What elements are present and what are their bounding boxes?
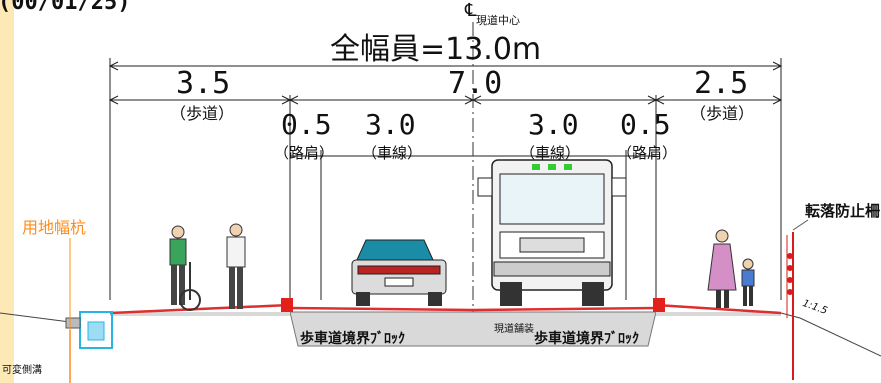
centerline-label: 現道中心 [476,14,520,27]
right-curb-block-label: 歩車道境界ﾌﾞﾛｯｸ [534,331,639,347]
right-slope [780,312,881,357]
left-shoulder-width: 0.5 [281,108,332,141]
left-side-ditch [0,238,113,383]
right-sidewalk-label: （歩道） [690,104,755,123]
truck-front-icon [477,159,627,306]
left-shoulder-label: （路肩） [274,144,335,162]
pavement-surface [109,303,782,315]
left-sidewalk-width: 3.5 [176,66,231,101]
side-ditch-label: 可変側溝 [2,365,42,376]
sedan-car-rear-icon [351,239,447,306]
dimension-lines [108,58,783,300]
mother-child-icon [707,229,755,308]
right-shoulder-width: 0.5 [620,108,671,141]
roadbed [110,311,781,347]
right-lane-label: （車線） [520,144,581,162]
total-width-title: 全幅員=13.0m [330,32,542,67]
pedestrian-with-bicycle-icon [169,225,201,311]
pedestrian-icon [226,223,246,309]
left-sidewalk-label: （歩道） [170,104,235,123]
left-color-band [0,0,14,383]
left-curb-block-label: 歩車道境界ﾌﾞﾛｯｸ [300,331,405,347]
fall-prevention-fence [786,219,809,380]
right-sidewalk-width: 2.5 [694,66,749,101]
existing-pavement-label: 現道舗装 [494,324,534,335]
land-boundary-label: 用地幅杭 [22,218,87,237]
right-curb [653,298,665,312]
top-cut-text: (00/01/25) [0,0,131,15]
centerline-symbol: ℄ [465,0,477,21]
carriageway-width: 7.0 [448,66,503,101]
left-curb [281,298,293,312]
right-lane-width: 3.0 [528,108,579,141]
right-shoulder-label: （路肩） [617,144,678,162]
left-lane-width: 3.0 [365,108,416,141]
left-lane-label: （車線） [362,144,423,162]
fall-fence-label: 転落防止柵 [805,202,881,220]
